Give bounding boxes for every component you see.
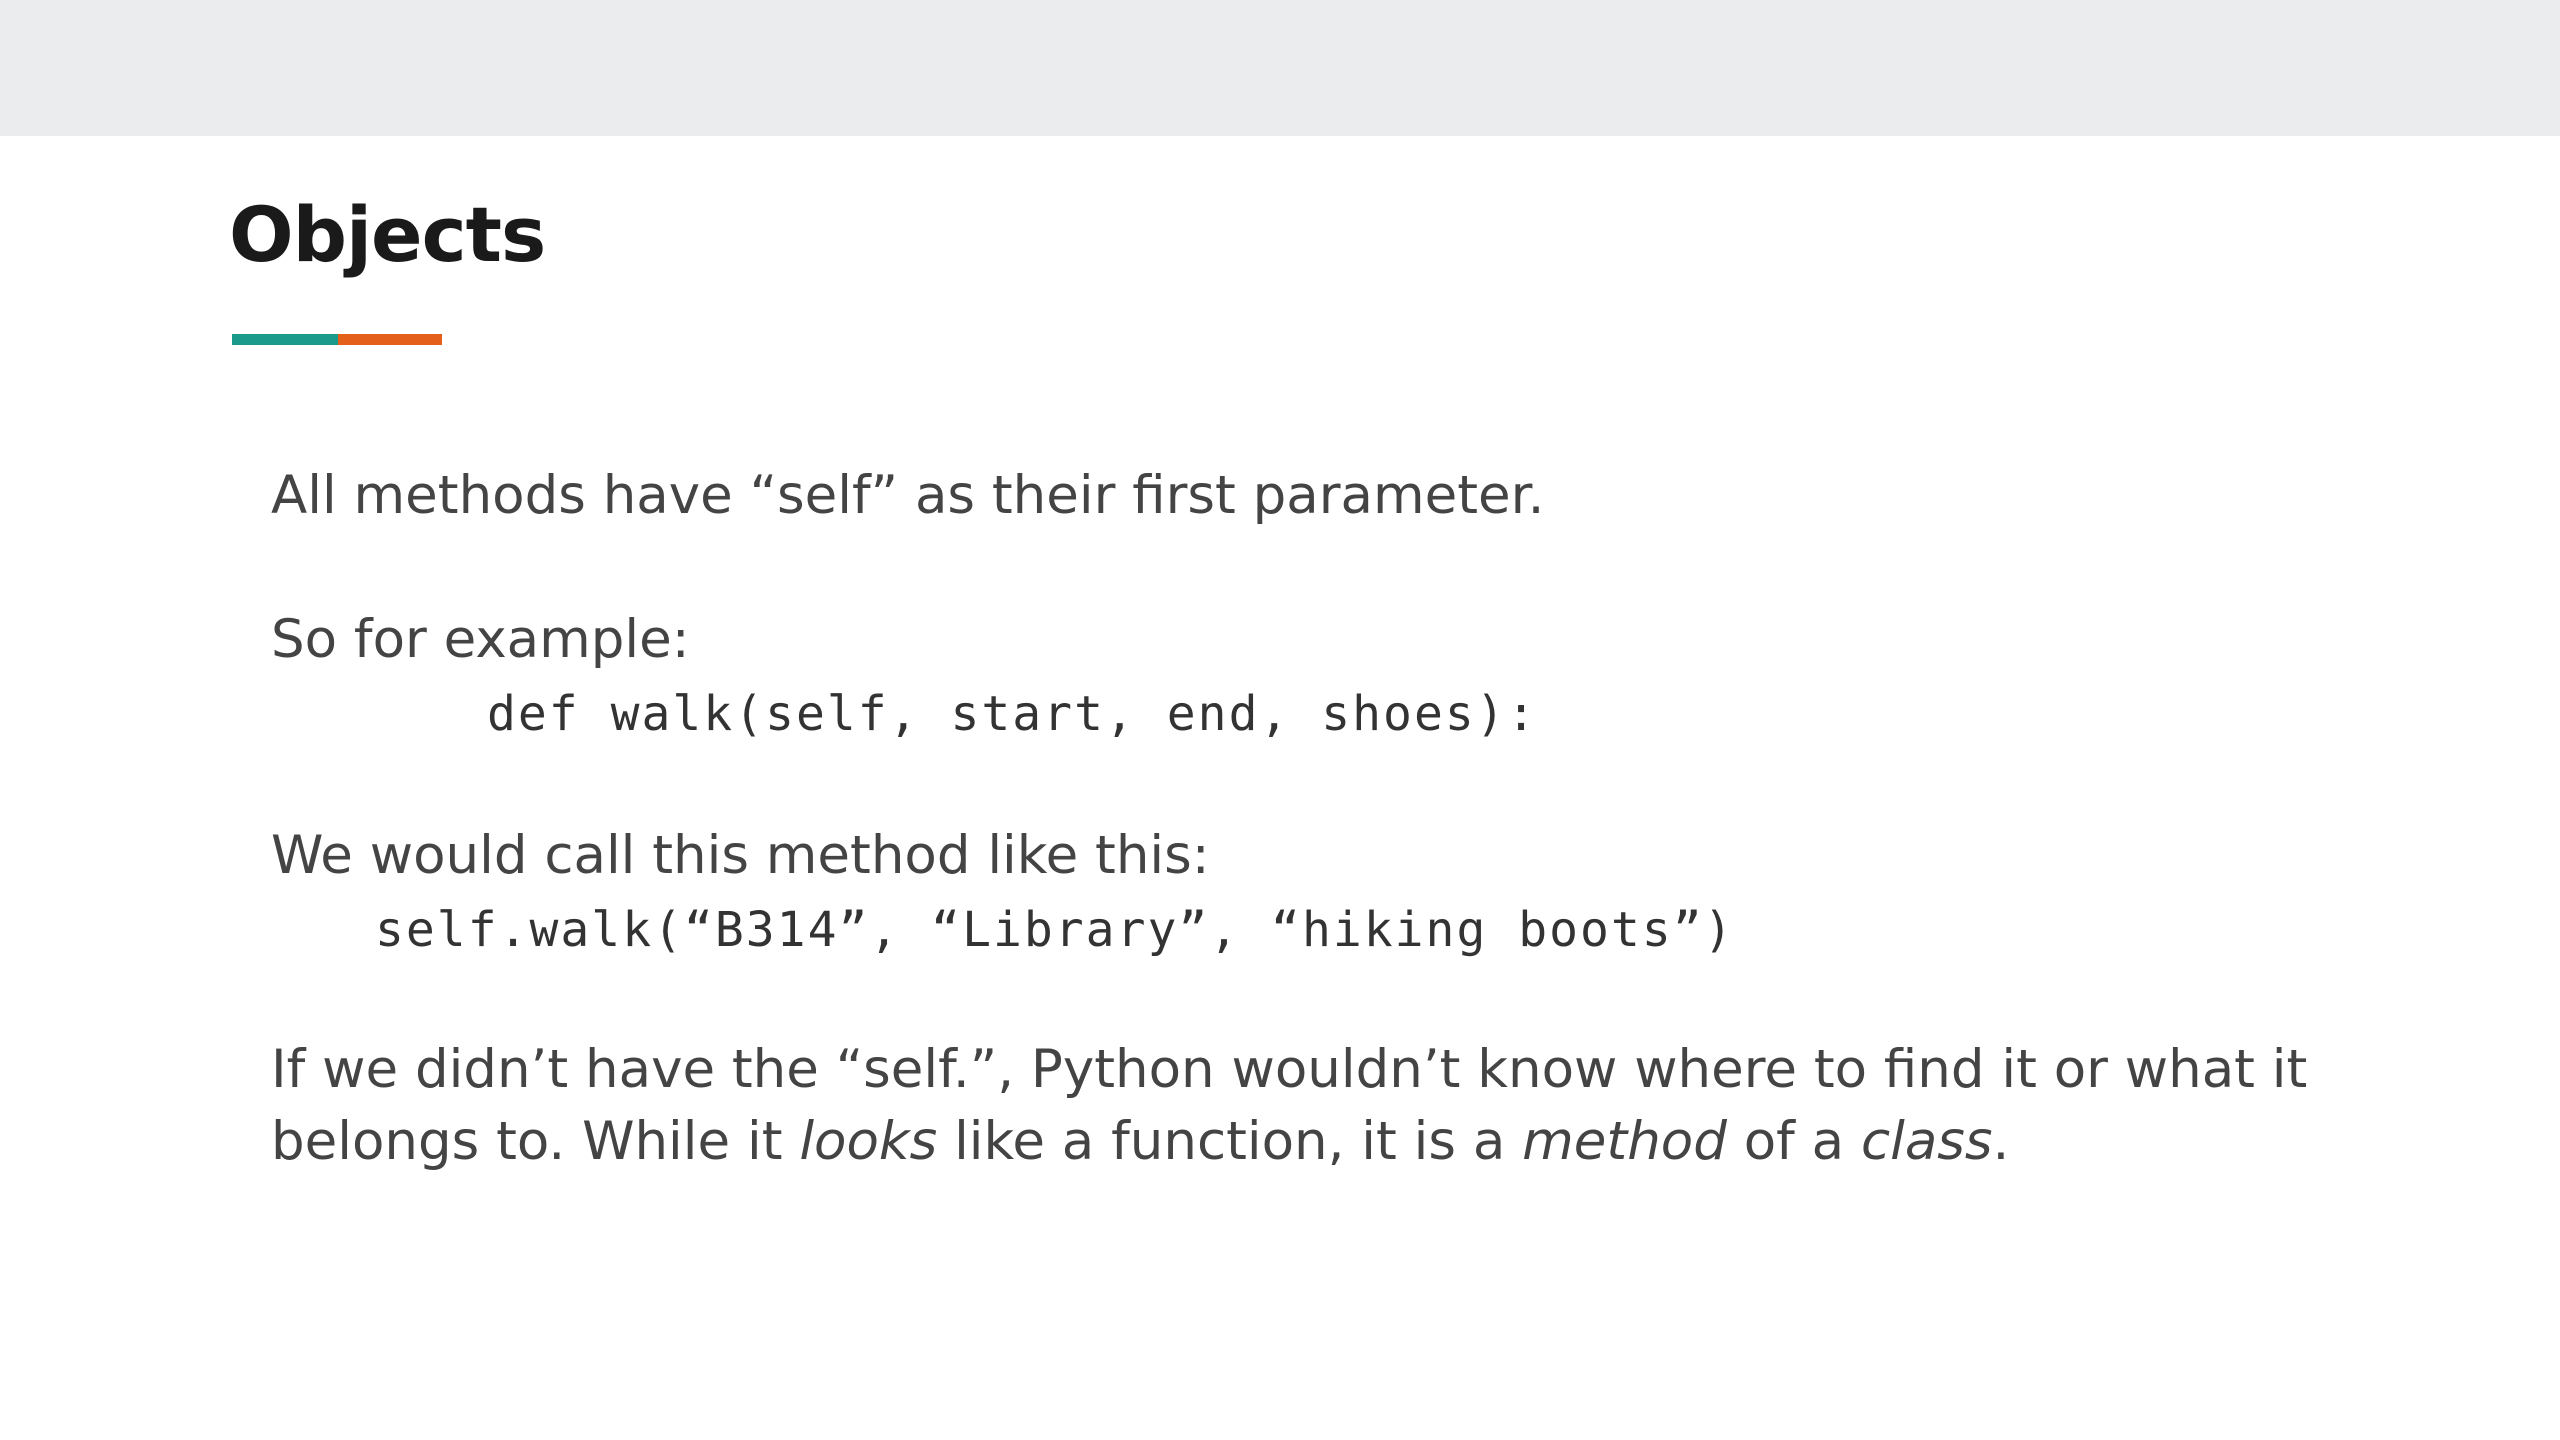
code-self-walk-call: self.walk(“B314”, “Library”, “hiking boo… [375, 902, 1735, 958]
accent-segment-teal [232, 334, 338, 345]
accent-segment-orange [338, 334, 442, 345]
paragraph-call-intro: We would call this method like this: [271, 825, 1210, 886]
emphasis-method: method [1522, 1111, 1727, 1172]
emphasis-class: class [1860, 1111, 1993, 1172]
paragraph-self-parameter: All methods have “self” as their first p… [271, 465, 1545, 526]
text-segment: like a function, it is a [937, 1111, 1523, 1172]
emphasis-looks: looks [799, 1111, 938, 1172]
text-segment: . [1992, 1111, 2010, 1172]
top-band [0, 0, 2560, 136]
code-def-walk: def walk(self, start, end, shoes): [487, 686, 1538, 742]
slide-canvas [0, 136, 2560, 1440]
paragraph-explanation: If we didn’t have the “self.”, Python wo… [271, 1034, 2307, 1178]
paragraph-explanation-line-1: If we didn’t have the “self.”, Python wo… [271, 1039, 2308, 1100]
text-segment: belongs to. While it [271, 1111, 800, 1172]
slide-title: Objects [229, 190, 546, 279]
paragraph-explanation-line-2: belongs to. While it looks like a functi… [271, 1106, 2307, 1178]
paragraph-example-intro: So for example: [271, 609, 690, 670]
text-segment: of a [1726, 1111, 1861, 1172]
title-accent-bar [232, 334, 442, 345]
